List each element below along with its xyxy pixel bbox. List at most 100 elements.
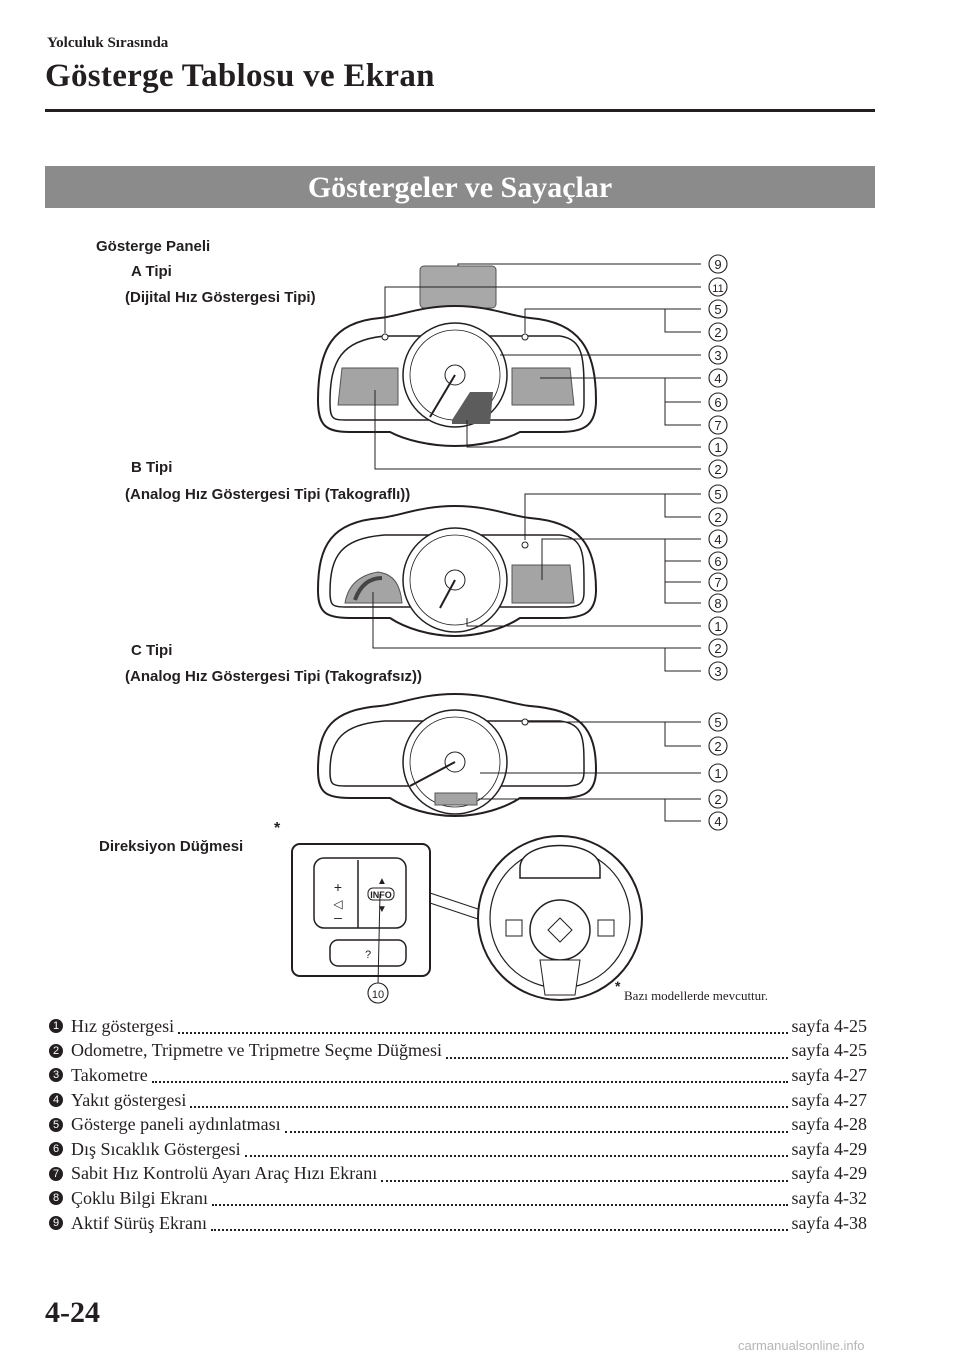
- item-page-ref: sayfa 4-29: [791, 1138, 867, 1159]
- panel-label: Gösterge Paneli: [96, 238, 211, 255]
- svg-text:+: +: [334, 879, 342, 895]
- item-text: Sabit Hız Kontrolü Ayarı Araç Hızı Ekran…: [71, 1163, 378, 1184]
- item-page-ref: sayfa 4-27: [791, 1064, 867, 1085]
- list-item: 6 Dış Sıcaklık Göstergesi sayfa 4-29: [47, 1137, 867, 1162]
- svg-text:3: 3: [714, 348, 721, 363]
- item-page-ref: sayfa 4-27: [791, 1089, 867, 1110]
- cluster-type-c: [316, 692, 598, 818]
- svg-text:2: 2: [714, 739, 721, 754]
- item-text: Yakıt göstergesi: [71, 1089, 187, 1110]
- svg-text:3: 3: [714, 664, 721, 679]
- item-text: Takometre: [71, 1064, 148, 1085]
- leaders-type-b: [372, 493, 701, 672]
- svg-text:4: 4: [714, 814, 721, 829]
- item-text: Çoklu Bilgi Ekranı: [71, 1187, 208, 1208]
- svg-text:6: 6: [714, 395, 721, 410]
- item-text: Dış Sıcaklık Göstergesi: [71, 1138, 241, 1159]
- svg-text:5: 5: [714, 487, 721, 502]
- type-b-sub-label: (Analog Hız Göstergesi Tipi (Takograflı)…: [125, 486, 411, 503]
- page-title: Gösterge Tablosu ve Ekran: [45, 58, 435, 94]
- item-number-badge: 3: [49, 1068, 63, 1083]
- svg-text:▲: ▲: [377, 876, 387, 887]
- section-banner: Göstergeler ve Sayaçlar: [45, 166, 875, 208]
- leaders-type-c: [478, 721, 701, 822]
- dot-leader: [151, 1067, 788, 1084]
- svg-text:1: 1: [714, 619, 721, 634]
- steering-switch: + ◁ – ▲ INFO ▼ ?: [291, 843, 506, 977]
- svg-text:2: 2: [714, 462, 721, 477]
- list-item: 5 Gösterge paneli aydınlatması sayfa 4-2…: [47, 1112, 867, 1137]
- item-number-badge: 8: [49, 1191, 63, 1206]
- dot-leader: [284, 1117, 788, 1133]
- list-item: 8 Çoklu Bilgi Ekranı sayfa 4-32: [47, 1186, 867, 1211]
- svg-text:11: 11: [712, 283, 723, 295]
- list-item: 7 Sabit Hız Kontrolü Ayarı Araç Hızı Ekr…: [47, 1162, 867, 1187]
- watermark: carmanualsonline.info: [738, 1338, 865, 1353]
- svg-text:4: 4: [714, 371, 721, 386]
- svg-text:INFO: INFO: [370, 890, 392, 900]
- svg-text:7: 7: [714, 418, 721, 433]
- svg-text:1: 1: [714, 766, 721, 781]
- item-number-badge: 1: [49, 1019, 63, 1034]
- callouts-type-a: 9 11 5 2 3 4 6 7 1 2: [708, 254, 728, 479]
- svg-text:2: 2: [714, 792, 721, 807]
- svg-text:9: 9: [714, 257, 721, 272]
- dot-leader: [244, 1141, 788, 1158]
- item-number-badge: 2: [49, 1043, 63, 1058]
- item-number-badge: 6: [49, 1142, 63, 1157]
- callout-steering: 10: [367, 982, 389, 1004]
- type-a-sub-label: (Dijital Hız Göstergesi Tipi): [125, 289, 316, 306]
- svg-text:▼: ▼: [377, 904, 387, 915]
- title-rule: [45, 109, 875, 112]
- item-page-ref: sayfa 4-29: [791, 1163, 867, 1184]
- item-text: Odometre, Tripmetre ve Tripmetre Seçme D…: [71, 1040, 442, 1061]
- svg-text:5: 5: [714, 302, 721, 317]
- svg-text:◁: ◁: [333, 897, 343, 911]
- type-c-label: C Tipi: [131, 642, 173, 659]
- svg-text:7: 7: [714, 575, 721, 590]
- svg-text:1: 1: [714, 440, 721, 455]
- type-a-label: A Tipi: [131, 263, 172, 280]
- item-page-ref: sayfa 4-28: [791, 1114, 867, 1135]
- legend-list: 1 Hız göstergesi sayfa 4-25 2 Odometre, …: [47, 1014, 867, 1235]
- callouts-type-b: 5 2 4 6 7 8 1 2 3: [708, 484, 728, 681]
- svg-text:–: –: [334, 909, 342, 925]
- svg-text:2: 2: [714, 325, 721, 340]
- callouts-type-c: 5 2 1 2 4: [708, 712, 728, 831]
- list-item: 9 Aktif Sürüş Ekranı sayfa 4-38: [47, 1211, 867, 1236]
- cluster-type-a: [316, 265, 598, 448]
- list-item: 4 Yakıt göstergesi sayfa 4-27: [47, 1088, 867, 1113]
- page-number: 4-24: [45, 1296, 100, 1329]
- item-text: Aktif Sürüş Ekranı: [71, 1212, 207, 1233]
- item-number-badge: 9: [49, 1216, 63, 1231]
- svg-text:4: 4: [714, 532, 721, 547]
- svg-text:6: 6: [714, 554, 721, 569]
- item-page-ref: sayfa 4-32: [791, 1187, 867, 1208]
- dot-leader: [190, 1092, 788, 1109]
- item-page-ref: sayfa 4-25: [791, 1015, 867, 1036]
- footnote-asterisk: *: [615, 978, 621, 994]
- svg-text:8: 8: [714, 596, 721, 611]
- type-c-sub-label: (Analog Hız Göstergesi Tipi (Takografsız…: [125, 668, 422, 685]
- svg-text:2: 2: [714, 641, 721, 656]
- steering-asterisk: *: [274, 820, 281, 837]
- section-title: Yolculuk Sırasında: [47, 35, 169, 51]
- dot-leader: [212, 1190, 788, 1207]
- leaders-type-a: [374, 263, 701, 470]
- list-item: 2 Odometre, Tripmetre ve Tripmetre Seçme…: [47, 1039, 867, 1064]
- item-text: Hız göstergesi: [71, 1015, 175, 1036]
- dot-leader: [381, 1166, 788, 1182]
- cluster-type-b: [316, 504, 598, 638]
- item-text: Gösterge paneli aydınlatması: [71, 1114, 281, 1135]
- item-number-badge: 4: [49, 1093, 63, 1108]
- dot-leader: [178, 1018, 788, 1035]
- availability-footnote: Bazı modellerde mevcuttur.: [624, 988, 769, 1003]
- steering-label: Direksiyon Düğmesi: [99, 838, 244, 855]
- item-number-badge: 7: [49, 1166, 63, 1181]
- steering-wheel: [477, 835, 643, 1001]
- svg-text:5: 5: [714, 715, 721, 730]
- list-item: 3 Takometre sayfa 4-27: [47, 1063, 867, 1088]
- item-page-ref: sayfa 4-25: [791, 1040, 867, 1061]
- list-item: 1 Hız göstergesi sayfa 4-25: [47, 1014, 867, 1039]
